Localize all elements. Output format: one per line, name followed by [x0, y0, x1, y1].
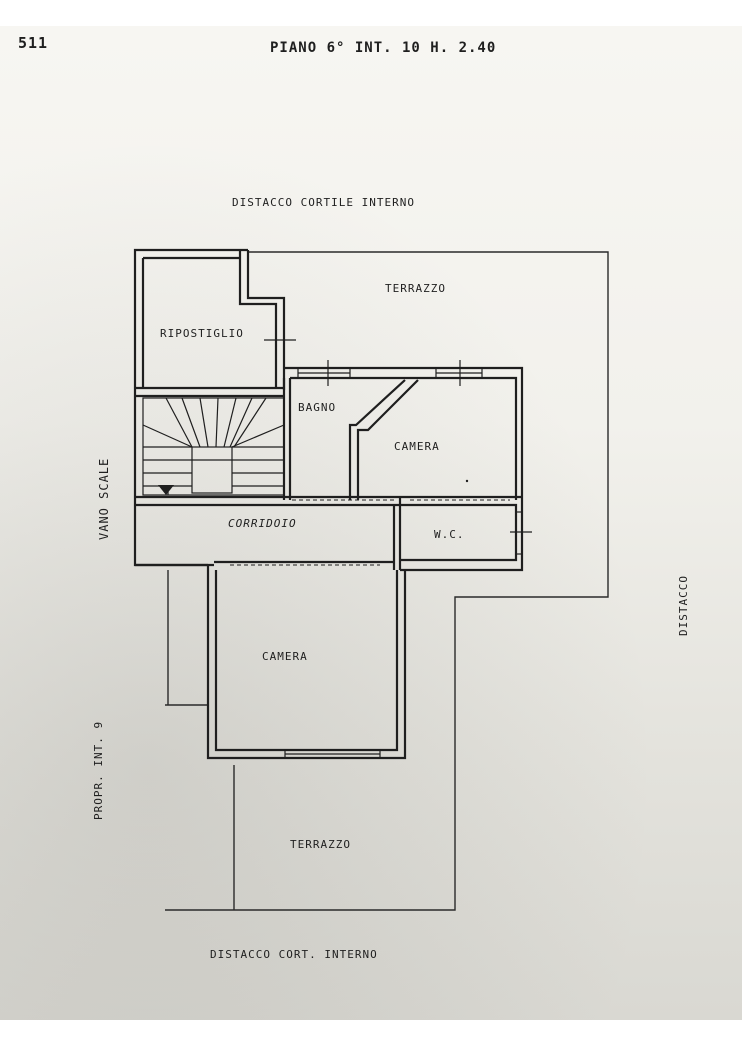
label-ripostiglio: RIPOSTIGLIO	[160, 327, 244, 340]
sheet-number: 511	[18, 34, 48, 52]
label-terrazzo-top: TERRAZZO	[385, 282, 446, 295]
drawing-sheet	[0, 26, 742, 1020]
floor-info: PIANO 6° INT. 10 H. 2.40	[270, 40, 496, 56]
door-openings	[230, 499, 510, 566]
label-camera-upper: CAMERA	[394, 440, 440, 453]
label-bagno: BAGNO	[298, 401, 336, 414]
ceiling-mark-icon	[465, 479, 469, 483]
staircase	[142, 397, 285, 496]
terrace-outline	[165, 251, 609, 911]
windows	[264, 325, 532, 759]
label-wc: W.C.	[434, 528, 465, 541]
stair-arrow-icon	[158, 485, 174, 495]
label-corridoio: CORRIDOIO	[228, 517, 297, 530]
diagonal-partition	[348, 379, 419, 500]
label-distacco-top: DISTACCO CORTILE INTERNO	[232, 196, 415, 209]
label-distacco-bottom: DISTACCO CORT. INTERNO	[210, 948, 378, 961]
label-terrazzo-bottom: TERRAZZO	[290, 838, 351, 851]
label-camera-lower: CAMERA	[262, 650, 308, 663]
label-propr-int: PROPR. INT. 9	[92, 721, 105, 820]
label-distacco-right: DISTACCO	[677, 575, 690, 636]
label-vano-scale: VANO SCALE	[97, 458, 111, 540]
